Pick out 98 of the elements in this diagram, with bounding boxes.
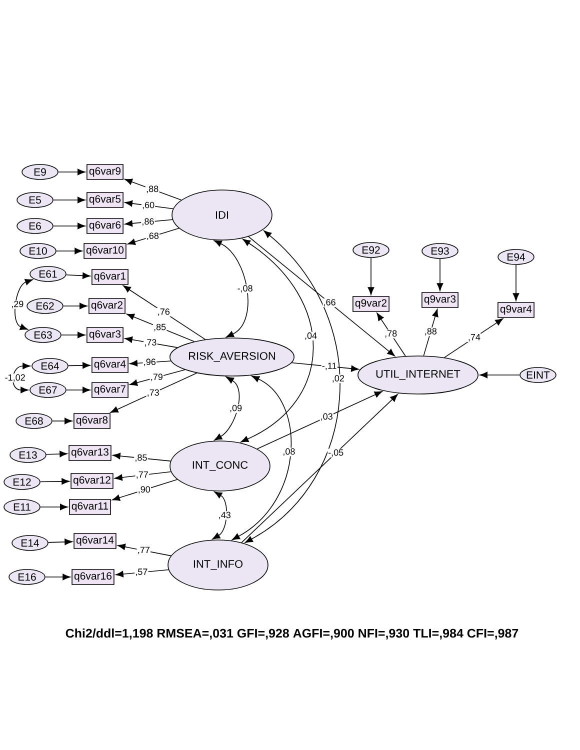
arrow bbox=[436, 258, 444, 291]
arrow bbox=[112, 479, 178, 501]
arrow bbox=[110, 372, 198, 413]
edge-label: ,02 bbox=[331, 374, 346, 384]
arrow bbox=[126, 314, 195, 342]
edge-label: -,11 bbox=[321, 362, 338, 371]
edge-label: ,88 bbox=[424, 327, 438, 336]
arrow bbox=[128, 228, 180, 245]
indicator-box: q6var1 bbox=[92, 269, 128, 285]
covariance-arrow bbox=[212, 492, 227, 540]
arrow bbox=[46, 450, 68, 458]
edge-label: ,60 bbox=[141, 201, 156, 210]
arrow bbox=[124, 336, 178, 348]
arrow bbox=[130, 360, 172, 366]
edge-label: ,09 bbox=[228, 404, 243, 413]
indicator-box: q6var14 bbox=[74, 533, 116, 549]
arrow bbox=[124, 200, 174, 210]
arrow bbox=[444, 318, 504, 358]
covariance-arrow bbox=[240, 238, 314, 442]
edge-label: ,90 bbox=[137, 486, 151, 494]
edge-label: ,85 bbox=[152, 323, 167, 332]
edge-label: ,79 bbox=[150, 373, 164, 382]
fit-indices-caption: Chi2/ddl=1,198 RMSEA=,031 GFI=,928 AGFI=,900 NFI=,930 TLI=,984 CFI=,987 bbox=[66, 628, 518, 640]
edge-label: ,77 bbox=[135, 470, 149, 480]
indicator-box: q6var6 bbox=[86, 218, 124, 234]
arrow bbox=[58, 168, 86, 176]
arrow bbox=[53, 196, 86, 204]
indicator-box: q9var3 bbox=[422, 292, 458, 308]
arrow bbox=[241, 394, 398, 543]
edge-label: ,57 bbox=[134, 568, 148, 577]
edge-label: -1,02 bbox=[4, 374, 26, 382]
arrow bbox=[376, 312, 406, 356]
arrow bbox=[118, 544, 172, 556]
indicator-box: q6var9 bbox=[86, 164, 124, 180]
arrow bbox=[480, 372, 520, 378]
covariance-arrow bbox=[214, 376, 240, 440]
edge-label: ,76 bbox=[156, 308, 170, 316]
indicator-box: q6var7 bbox=[92, 382, 128, 398]
indicator-box: q6var3 bbox=[86, 327, 124, 343]
indicator-box: q6var12 bbox=[70, 473, 114, 489]
arrow bbox=[291, 362, 359, 372]
arrow bbox=[40, 478, 70, 485]
edge-label: ,73 bbox=[144, 338, 158, 348]
covariance-arrow bbox=[214, 240, 248, 338]
edge-label: ,43 bbox=[218, 511, 232, 520]
indicator-box: q9var4 bbox=[498, 302, 534, 318]
arrow bbox=[52, 418, 72, 424]
covariance-arrow bbox=[244, 230, 340, 543]
covariance-arrow bbox=[14, 279, 33, 330]
arrow bbox=[256, 391, 382, 450]
arrow bbox=[368, 258, 374, 295]
arrow bbox=[124, 219, 173, 227]
arrow bbox=[61, 332, 86, 338]
indicator-box: q6var5 bbox=[86, 192, 124, 208]
edge-label: -,08 bbox=[236, 284, 254, 294]
arrow bbox=[124, 178, 182, 200]
edge-label: ,66 bbox=[322, 298, 336, 308]
covariance-arrow bbox=[12, 362, 30, 394]
arrow bbox=[122, 285, 206, 340]
arrow bbox=[66, 386, 90, 394]
edge-label: ,73 bbox=[146, 388, 160, 398]
edge-label: ,74 bbox=[467, 333, 482, 342]
arrow bbox=[112, 452, 171, 462]
edge-label: ,77 bbox=[136, 546, 151, 555]
arrow bbox=[63, 302, 88, 310]
arrow bbox=[423, 309, 438, 356]
indicator-box: q6var8 bbox=[74, 413, 110, 429]
edge-label: ,96 bbox=[142, 358, 156, 367]
arrow bbox=[248, 236, 396, 356]
arrow bbox=[40, 504, 68, 510]
edge-label: ,68 bbox=[146, 232, 160, 241]
arrow bbox=[68, 362, 90, 369]
arrow bbox=[66, 272, 90, 279]
indicator-box: q6var16 bbox=[72, 569, 114, 585]
arrow bbox=[56, 248, 82, 254]
indicator-box: q6var10 bbox=[84, 243, 126, 259]
indicator-box: q9var2 bbox=[352, 296, 390, 312]
arrow bbox=[512, 264, 520, 301]
edge-label: ,88 bbox=[146, 185, 160, 194]
arrow bbox=[116, 569, 169, 578]
arrow bbox=[114, 471, 172, 481]
edge-label: ,29 bbox=[10, 300, 24, 309]
arrow bbox=[45, 574, 70, 580]
edge-label: ,86 bbox=[141, 218, 155, 226]
edge-label: ,08 bbox=[282, 448, 296, 456]
arrow bbox=[48, 538, 72, 546]
edge-label: ,03 bbox=[320, 412, 334, 422]
indicator-box: q6var13 bbox=[68, 445, 112, 461]
indicator-box: q6var2 bbox=[88, 298, 126, 314]
indicator-box: q6var11 bbox=[69, 499, 111, 515]
edge-label: -,05 bbox=[327, 448, 344, 458]
covariance-arrow bbox=[232, 376, 292, 540]
edge-label: ,04 bbox=[304, 332, 318, 340]
arrow bbox=[53, 222, 86, 230]
indicator-box: q6var4 bbox=[92, 357, 128, 373]
edge-label: ,78 bbox=[384, 330, 398, 338]
arrow bbox=[130, 369, 186, 386]
edge-label: ,85 bbox=[134, 454, 148, 462]
